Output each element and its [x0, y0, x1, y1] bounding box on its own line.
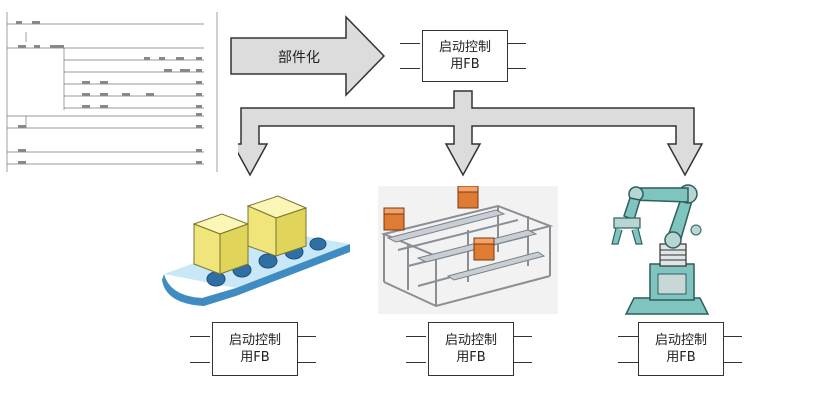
fb-input-pin [190, 362, 210, 363]
componentization-label: 部件化 [278, 50, 320, 66]
componentization-arrow [230, 15, 386, 97]
fb-title-line1: 启动控制 [438, 40, 491, 55]
fb-title-line2: 用FB [240, 350, 270, 365]
fb-block-main: 启动控制 用FB [422, 30, 508, 82]
conveyor-illustration [162, 195, 350, 306]
fb-output-pin [722, 336, 742, 337]
fb-block-robot-arm: 启动控制 用FB [638, 322, 724, 376]
fb-block-assembly-line: 启动控制 用FB [428, 322, 514, 376]
fb-title-line1: 启动控制 [444, 333, 497, 348]
fb-title-line2: 用FB [456, 350, 486, 365]
fb-block-conveyor: 启动控制 用FB [212, 322, 298, 376]
distribution-arrows [238, 90, 704, 177]
fb-output-pin [506, 43, 526, 44]
fb-title-line2: 用FB [666, 350, 696, 365]
robot-arm-illustration [611, 184, 710, 315]
fb-input-pin [406, 362, 426, 363]
fb-input-pin [618, 336, 638, 337]
fb-input-pin [406, 336, 426, 337]
fb-output-pin [512, 336, 532, 337]
fb-output-pin [506, 68, 526, 69]
fb-output-pin [722, 362, 742, 363]
fb-input-pin [190, 336, 210, 337]
assembly-line-illustration [378, 186, 558, 314]
fb-input-pin [618, 362, 638, 363]
fb-title-line2: 用FB [450, 57, 480, 72]
fb-output-pin [512, 362, 532, 363]
fb-title-line1: 启动控制 [654, 333, 707, 348]
fb-input-pin [400, 43, 420, 44]
fb-title-line1: 启动控制 [228, 333, 281, 348]
fb-output-pin [296, 362, 316, 363]
fb-input-pin [400, 68, 420, 69]
fb-output-pin [296, 336, 316, 337]
ladder-diagram-thumbnail [6, 12, 218, 172]
